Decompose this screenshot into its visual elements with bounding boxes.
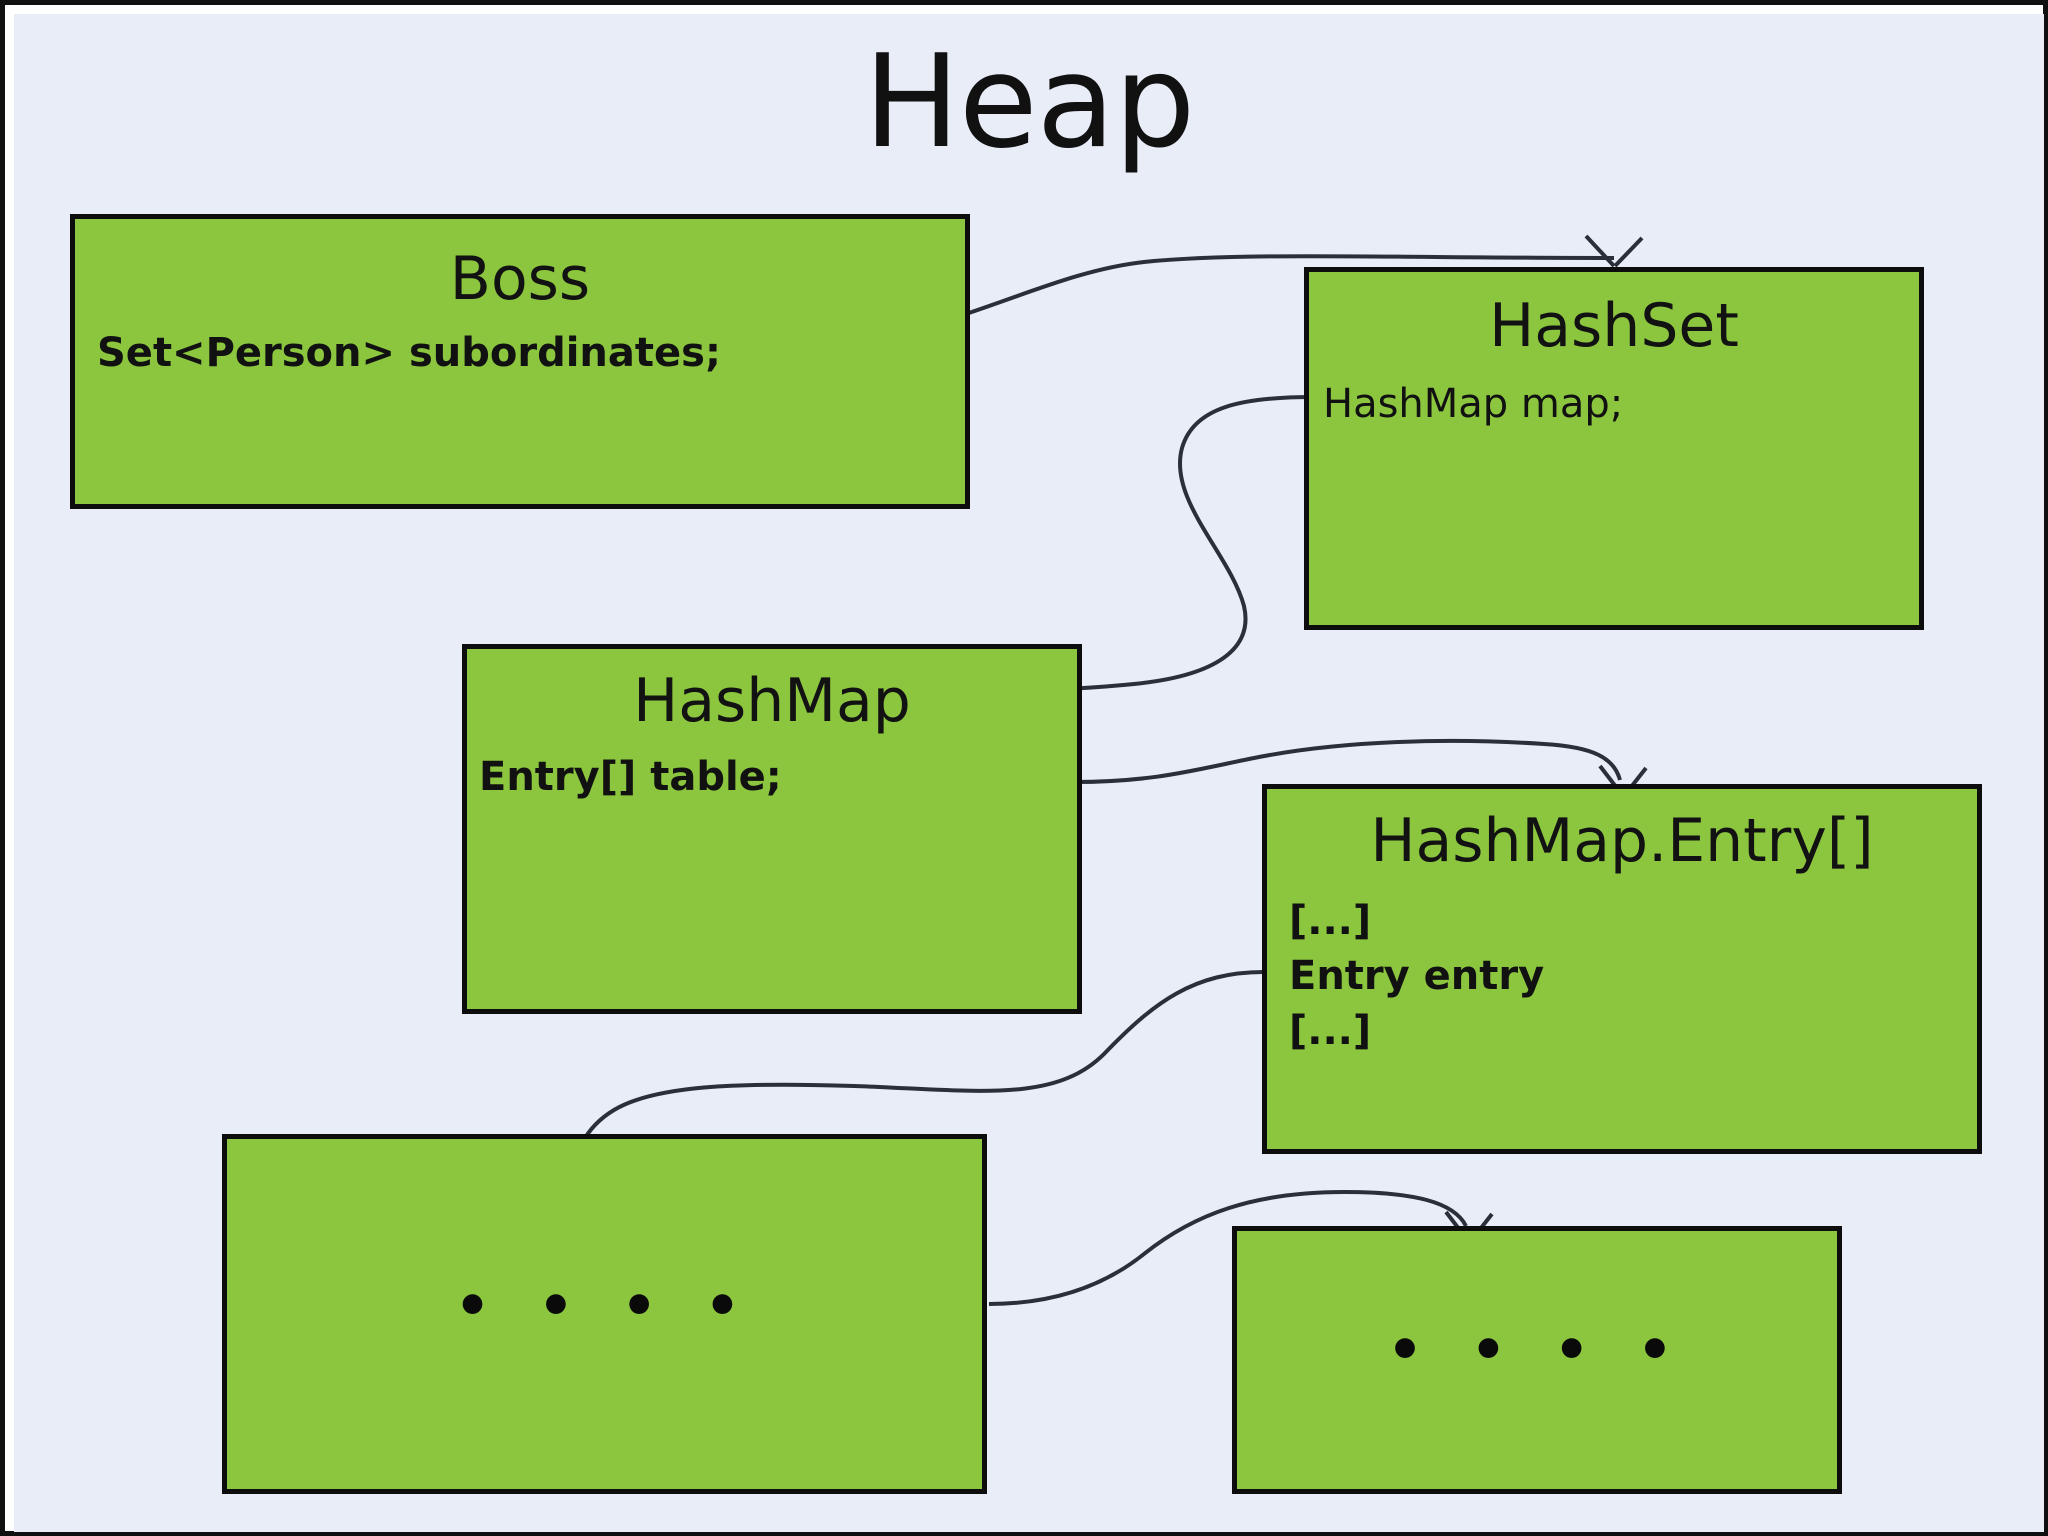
node-ellipsis-left[interactable]: • • • • [222,1134,987,1494]
node-hashset-field-0: HashMap map; [1323,381,1624,427]
node-entry-array-title: HashMap.Entry[] [1370,806,1874,876]
node-hashmap[interactable]: HashMap Entry[] table; [462,644,1082,1014]
node-entry-array[interactable]: HashMap.Entry[] [...] Entry entry [...] [1262,784,1982,1154]
node-hashset-title: HashSet [1489,291,1739,361]
node-boss-field-0: Set<Person> subordinates; [97,330,721,376]
node-entry-array-field-0: [...] [1289,898,1372,944]
node-ellipsis-right[interactable]: • • • • [1232,1226,1842,1494]
page-title: Heap [863,28,1196,177]
node-ellipsis-left-dots: • • • • [454,1274,755,1339]
node-ellipsis-right-dots: • • • • [1387,1318,1687,1383]
node-entry-array-field-2: [...] [1289,1008,1372,1054]
node-entry-array-field-1: Entry entry [1289,953,1545,999]
node-hashset[interactable]: HashSet HashMap map; [1304,267,1924,630]
node-boss-title: Boss [449,244,591,314]
node-hashmap-field-0: Entry[] table; [479,754,782,800]
diagram-stage: Heap [14,14,2044,1532]
node-boss[interactable]: Boss Set<Person> subordinates; [70,214,970,509]
node-hashmap-title: HashMap [633,666,911,736]
